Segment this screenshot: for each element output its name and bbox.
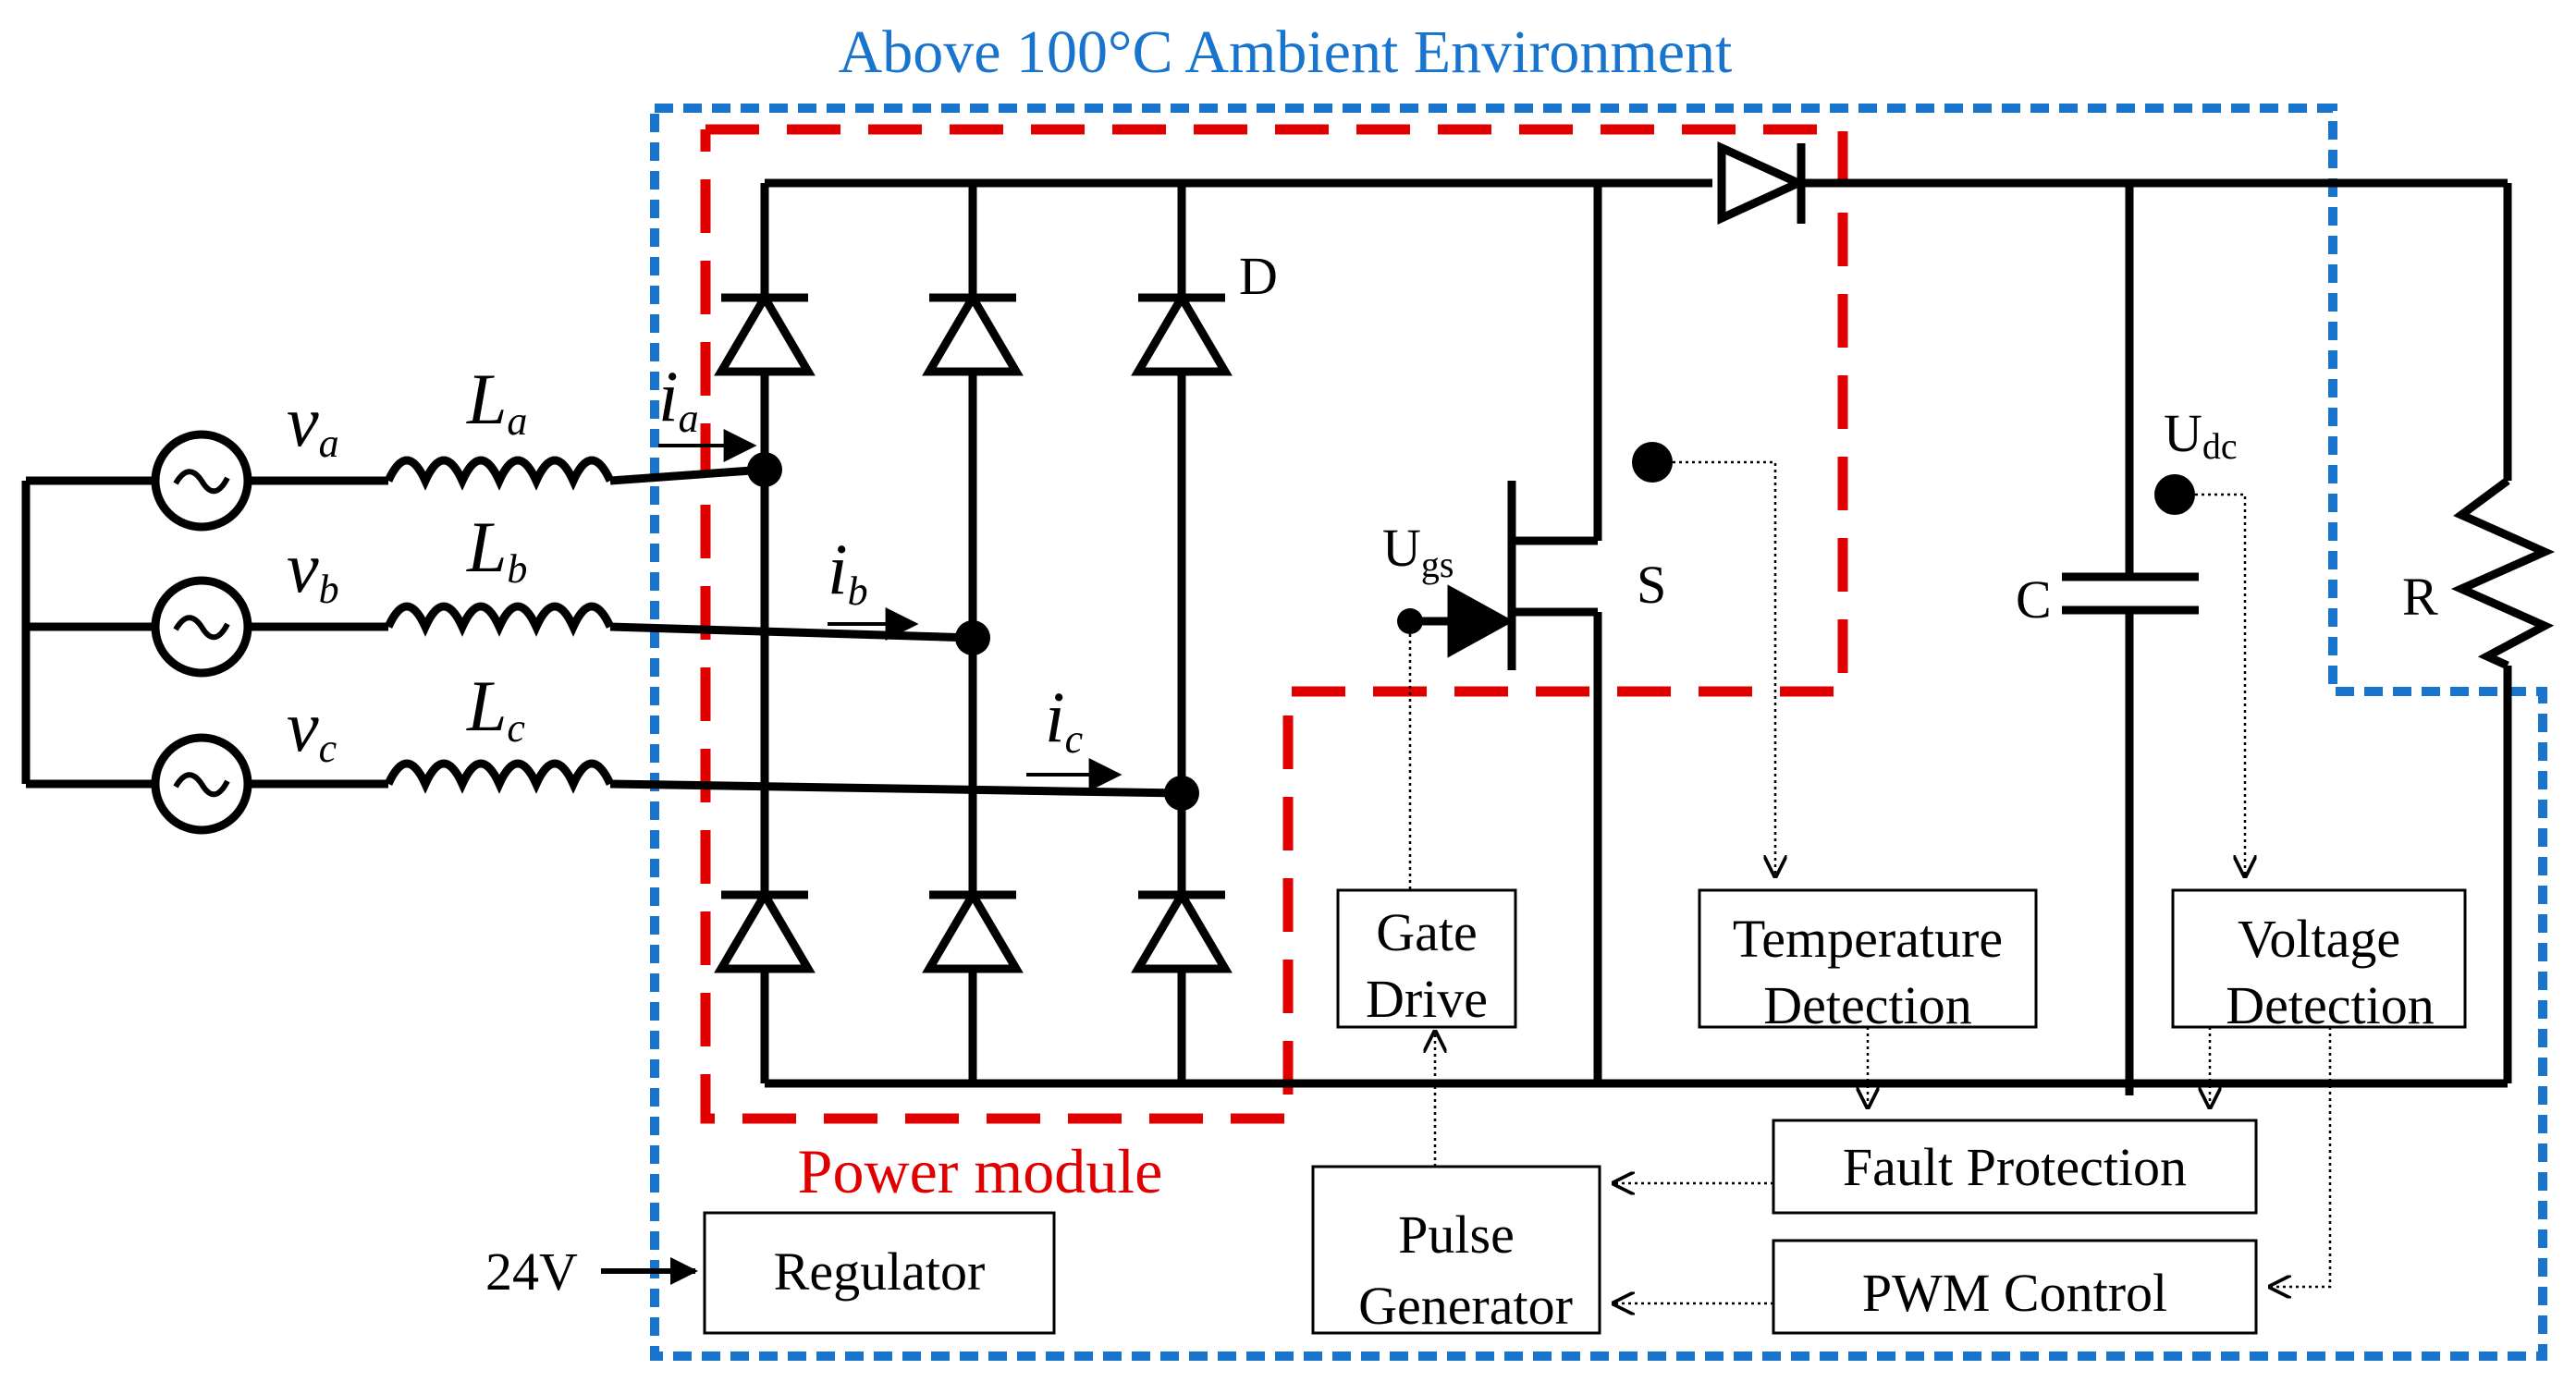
fault-protection-label: Fault Protection [1843,1137,2187,1197]
voltage-line2: Detection [2226,975,2434,1035]
junction-dots [747,452,1199,811]
power-module-label: Power module [798,1136,1163,1206]
temperature-line1: Temperature [1733,909,2003,969]
dc-voltage-label: Udc [2164,403,2238,467]
pulse-generator-box [1311,1165,1601,1335]
load-resistor [2450,183,2556,1083]
switch-label: S [1637,555,1666,615]
inductor-a-label: La [466,359,527,444]
temperature-line2: Detection [1763,975,1971,1035]
signal-lines [1408,460,2332,1303]
current-c-label: ic [1045,677,1084,762]
gate-drive-box [1336,888,1517,1029]
pulse-generator-line2: Generator [1358,1276,1573,1336]
diode-c-lower [1131,887,1233,973]
capacitor-label: C [2016,569,2052,630]
gate-voltage-label: Ugs [1382,518,1454,585]
voltage-detection-box [2171,888,2467,1029]
boost-diode [1717,141,2508,226]
pulse-generator-line1: Pulse [1398,1205,1515,1265]
dc-voltage-sense-point [2154,474,2195,515]
gate-terminal-dot [1397,608,1423,634]
inductor-b-label: Lb [466,507,527,592]
source-a-label: va [287,381,339,466]
power-module-border [700,124,1848,1124]
diode-c-upper [1131,289,1233,376]
control-blocks [703,888,2467,1335]
current-arrows [658,429,1122,791]
diode-a-lower [714,887,816,973]
regulator-box [703,1211,1056,1335]
supply-label: 24V [485,1241,578,1302]
resistor-label: R [2402,567,2438,627]
mosfet-switch [1410,183,1602,1083]
bridge-diodes [714,289,1233,973]
current-a-label: ia [658,356,699,441]
current-b-label: ib [828,529,868,614]
fault-protection-box [1772,1119,2258,1215]
diode-b-lower [922,887,1024,973]
voltage-line1: Voltage [2238,909,2400,969]
inductor-c-label: Lc [466,666,525,751]
diode-b-upper [922,289,1024,376]
gate-drive-line1: Gate [1376,902,1478,962]
diode-label: D [1239,246,1278,306]
capacitor [2062,183,2199,1095]
ambient-title: Above 100°C Ambient Environment [839,18,1733,86]
regulator-label: Regulator [774,1241,986,1302]
temperature-detection-box [1698,888,2038,1029]
diode-a-upper [714,289,816,376]
temperature-sense-point [1632,442,1673,483]
source-b-label: vb [287,527,339,612]
pwm-control-label: PWM Control [1862,1263,2167,1323]
ambient-environment-border [650,104,2547,1361]
pwm-control-box [1772,1239,2258,1335]
gate-drive-line2: Drive [1366,969,1488,1029]
source-c-label: vc [287,686,337,771]
ac-sources [21,430,388,835]
